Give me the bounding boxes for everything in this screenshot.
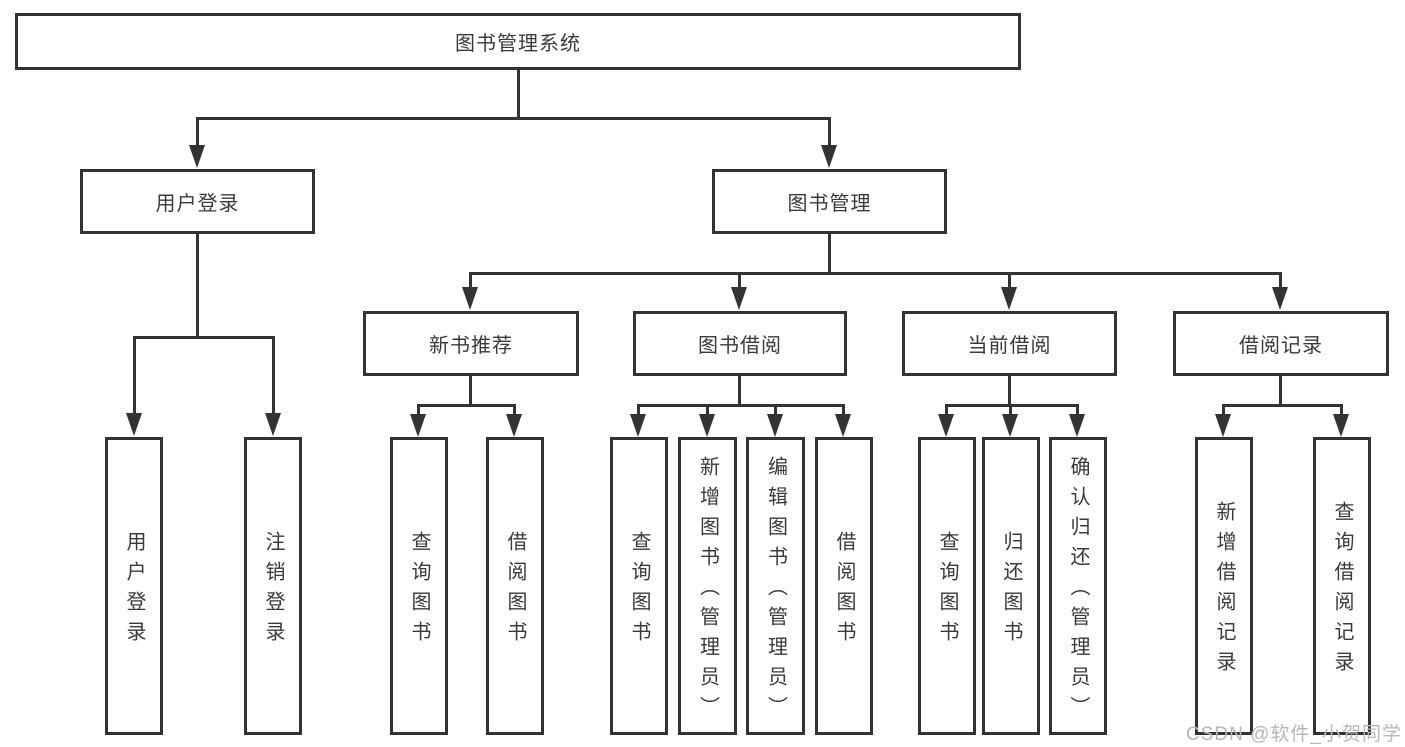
leaf-query-borrow-record: 查询借阅记录 [1313,437,1371,735]
leaf-return-books: 归还图书 [982,437,1040,735]
node-borrowing-records-label: 借阅记录 [1239,335,1323,357]
connector-line [945,404,1079,407]
arrowhead [189,145,205,168]
arrowhead [1215,414,1231,437]
connector-line [469,272,1282,275]
connector-line [272,336,275,415]
node-book-borrowing: 图书借阅 [633,311,847,376]
connector-line [469,272,472,290]
leaf-user-login: 用户登录 [105,437,163,735]
watermark: CSDN @软件_小贺同学 [1186,724,1402,745]
leaf-logout-label: 注销登录 [262,531,284,651]
connector-line [945,404,948,416]
connector-line [513,404,516,416]
leaf-confirm-return-admin: 确认归还（管理员） [1049,437,1107,735]
connector-line [196,117,199,148]
connector-line [738,376,741,407]
leaf-query-books-1: 查询图书 [390,437,448,735]
leaf-confirm-return-admin-label: 确认归还（管理员） [1067,456,1089,726]
arrowhead [265,413,281,436]
node-current-borrowing-label: 当前借阅 [967,335,1052,357]
connector-line [706,404,709,416]
connector-line [637,404,640,416]
connector-line [1222,404,1342,407]
node-user-login-label: 用户登录 [155,193,240,215]
arrowhead [938,414,954,437]
connector-line [637,404,845,407]
node-current-borrowing: 当前借阅 [902,311,1117,376]
leaf-borrow-books-1: 借阅图书 [486,437,544,735]
node-user-login: 用户登录 [80,169,315,234]
connector-line [196,117,830,120]
node-book-management-label: 图书管理 [787,193,872,215]
leaf-borrow-books-2: 借阅图书 [815,437,873,735]
leaf-return-books-label: 归还图书 [1000,531,1022,651]
leaf-add-borrow-record-label: 新增借阅记录 [1213,501,1235,681]
arrowhead [731,287,747,310]
node-root-label: 图书管理系统 [455,33,581,55]
connector-line [1279,376,1282,407]
leaf-query-borrow-record-label: 查询借阅记录 [1331,501,1353,681]
connector-line [517,69,520,119]
node-new-book-recommend-label: 新书推荐 [429,335,513,357]
connector-line [1008,272,1011,290]
connector-line [1008,376,1011,407]
connector-line [828,117,831,148]
leaf-query-books-3-label: 查询图书 [936,531,958,651]
arrowhead [462,287,478,310]
arrowhead [630,414,646,437]
leaf-edit-books-admin-label: 编辑图书（管理员） [764,456,787,726]
connector-line [842,404,845,416]
connector-line [1009,404,1012,416]
leaf-add-books-admin: 新增图书（管理员） [678,437,737,735]
connector-line [1279,272,1282,290]
node-book-management: 图书管理 [712,169,947,234]
connector-line [774,404,777,416]
arrowhead [1069,414,1085,437]
node-new-book-recommend: 新书推荐 [363,311,579,376]
leaf-borrow-books-2-label: 借阅图书 [833,531,855,651]
connector-line [133,336,136,415]
connector-line [417,404,516,407]
connector-line [196,234,199,339]
connector-line [133,336,275,339]
arrowhead [1272,287,1288,310]
arrowhead [821,145,837,168]
connector-line [1076,404,1079,416]
arrowhead [410,414,426,437]
leaf-query-books-2-label: 查询图书 [628,531,650,651]
connector-line [469,376,472,407]
connector-line [738,272,741,290]
arrowhead [506,414,522,437]
arrowhead [1333,414,1349,437]
connector-line [1340,404,1343,416]
leaf-edit-books-admin: 编辑图书（管理员） [746,437,805,735]
arrowhead [835,414,851,437]
arrowhead [767,414,783,437]
node-book-borrowing-label: 图书借阅 [698,335,782,357]
leaf-borrow-books-1-label: 借阅图书 [504,531,526,651]
leaf-query-books-2: 查询图书 [610,437,668,735]
leaf-logout: 注销登录 [244,437,302,735]
connector-line [828,234,831,275]
leaf-query-books-1-label: 查询图书 [408,531,430,651]
leaf-query-books-3: 查询图书 [918,437,976,735]
arrowhead [1002,414,1018,437]
connector-line [1222,404,1225,416]
node-root: 图书管理系统 [15,13,1021,70]
leaf-user-login-label: 用户登录 [123,531,145,651]
arrowhead [126,413,142,436]
arrowhead [699,414,715,437]
connector-line [417,404,420,416]
arrowhead [1001,287,1017,310]
node-borrowing-records: 借阅记录 [1173,311,1389,376]
leaf-add-books-admin-label: 新增图书（管理员） [696,456,719,726]
leaf-add-borrow-record: 新增借阅记录 [1195,437,1253,735]
